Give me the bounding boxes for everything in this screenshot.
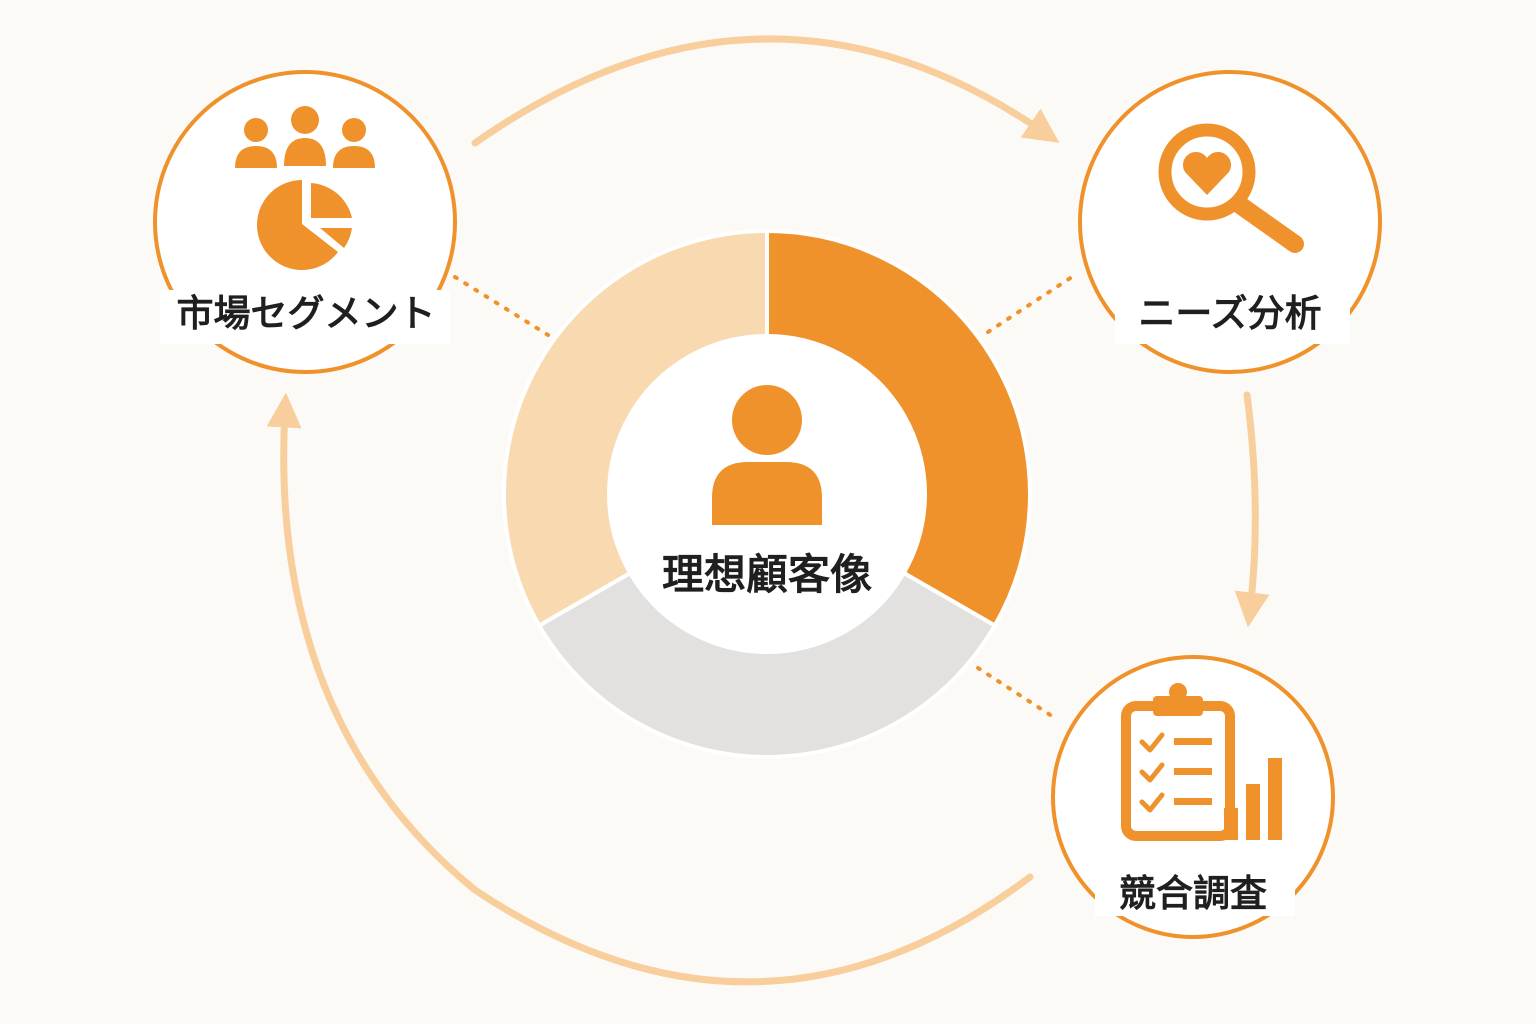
node-segment: 市場セグメント (153, 70, 457, 374)
arrow-competition-to-segment (266, 392, 1034, 986)
node-competition: 競合調査 (1051, 655, 1335, 939)
dotted-connectors (453, 271, 1080, 722)
arrow-needs-to-competition (1234, 391, 1270, 628)
person-icon (712, 385, 822, 525)
node-segment-label: 市場セグメント (177, 292, 436, 335)
cycle-arrows (266, 35, 1270, 986)
center-donut: 理想顧客像 (502, 228, 1032, 759)
connector-segment (453, 275, 550, 337)
node-needs: ニーズ分析 (1078, 70, 1382, 374)
node-needs-label: ニーズ分析 (1138, 292, 1321, 335)
magnifier-heart-icon (1158, 123, 1304, 253)
people-pie-chart-icon (235, 106, 375, 270)
arrow-segment-to-needs (471, 35, 1060, 147)
clipboard-checklist-bar-chart-icon (1121, 683, 1282, 841)
connector-competition (976, 666, 1060, 722)
node-competition-label: 競合調査 (1119, 872, 1267, 915)
connector-needs (986, 271, 1080, 334)
center-label: 理想顧客像 (662, 550, 872, 599)
